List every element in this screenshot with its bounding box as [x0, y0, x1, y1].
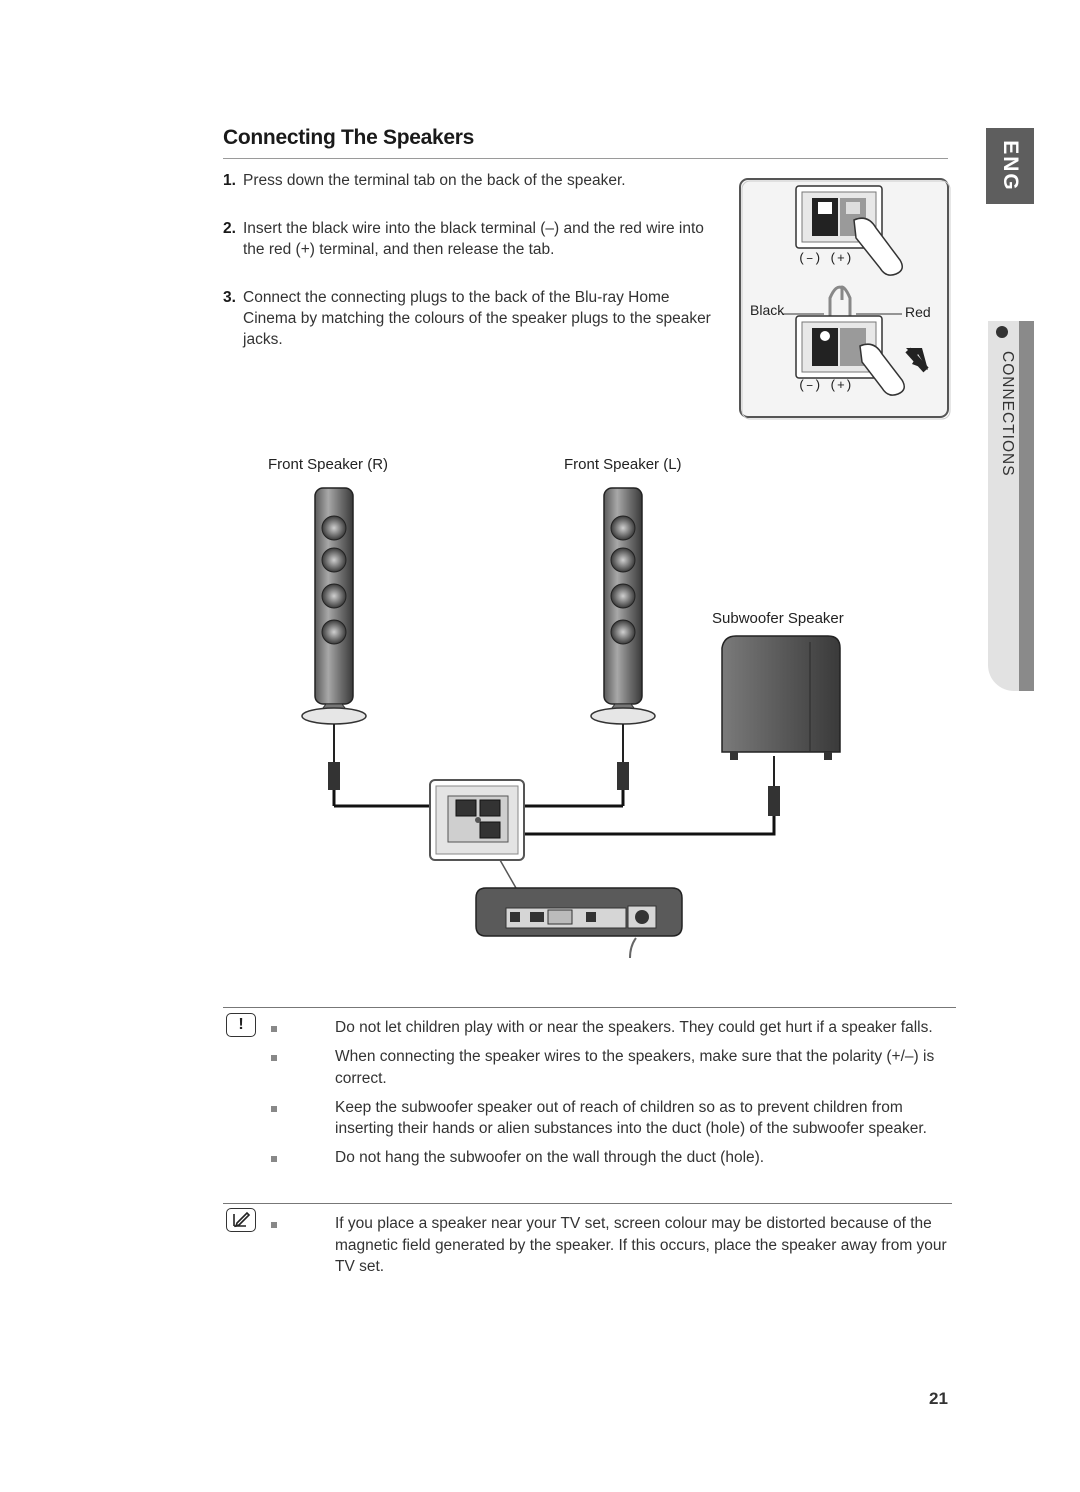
front-speaker-r-label: Front Speaker (R) [268, 456, 389, 473]
front-speaker-l [590, 487, 656, 806]
step-item: 2. Insert the black wire into the black … [223, 218, 713, 260]
note-list: If you place a speaker near your TV set,… [223, 1213, 958, 1285]
note-divider [223, 1203, 952, 1204]
caution-item: When connecting the speaker wires to the… [223, 1046, 958, 1089]
step-item: 1. Press down the terminal tab on the ba… [223, 170, 713, 191]
polarity-bottom-label: (–) (+) [798, 378, 853, 393]
red-wire-label: Red [905, 304, 931, 320]
terminal-illustration: (–) (+) (–) (+) [739, 178, 951, 420]
caution-text: Do not hang the subwoofer on the wall th… [335, 1149, 765, 1166]
black-wire-label: Black [750, 302, 785, 318]
front-speaker-l-label: Front Speaker (L) [564, 456, 682, 473]
page-title: Connecting The Speakers [223, 126, 474, 149]
title-divider [223, 158, 948, 159]
language-tab: ENG [986, 128, 1034, 204]
bullet-square-icon [223, 1097, 277, 1140]
step-number: 2. [223, 220, 236, 237]
caution-item: Do not hang the subwoofer on the wall th… [223, 1147, 958, 1169]
caution-icon: ! [226, 1013, 256, 1037]
caution-item: Keep the subwoofer speaker out of reach … [223, 1097, 958, 1140]
speaker-system-illustration [301, 487, 841, 959]
caution-text: When connecting the speaker wires to the… [335, 1048, 935, 1087]
language-label: ENG [999, 140, 1023, 192]
section-tab: CONNECTIONS [988, 321, 1034, 691]
step-item: 3. Connect the connecting plugs to the b… [223, 287, 713, 350]
caution-text: Keep the subwoofer speaker out of reach … [335, 1098, 927, 1138]
bullet-square-icon [223, 1046, 277, 1089]
section-tab-bar [1019, 321, 1034, 691]
caution-divider [223, 1007, 956, 1008]
note-text: If you place a speaker near your TV set,… [335, 1215, 947, 1275]
caution-item: Do not let children play with or near th… [223, 1017, 958, 1039]
polarity-top-label: (–) (+) [798, 251, 853, 266]
step-number: 3. [223, 289, 236, 306]
page-number: 21 [929, 1389, 948, 1408]
bullet-square-icon [223, 1213, 277, 1278]
section-bullet-icon [996, 326, 1008, 338]
bullet-square-icon [223, 1017, 277, 1039]
front-speaker-r [301, 487, 367, 806]
step-text: Press down the terminal tab on the back … [243, 172, 626, 189]
bullet-square-icon [223, 1147, 277, 1169]
step-text: Insert the black wire into the black ter… [243, 220, 704, 258]
caution-list: Do not let children play with or near th… [223, 1017, 958, 1176]
step-text: Connect the connecting plugs to the back… [243, 289, 711, 348]
subwoofer [721, 635, 841, 816]
note-item: If you place a speaker near your TV set,… [223, 1213, 958, 1278]
steps-list: 1. Press down the terminal tab on the ba… [223, 170, 713, 377]
section-label: CONNECTIONS [999, 351, 1016, 477]
step-number: 1. [223, 172, 236, 189]
note-pencil-icon [226, 1208, 256, 1232]
subwoofer-label: Subwoofer Speaker [712, 610, 844, 627]
caution-text: Do not let children play with or near th… [335, 1019, 933, 1036]
